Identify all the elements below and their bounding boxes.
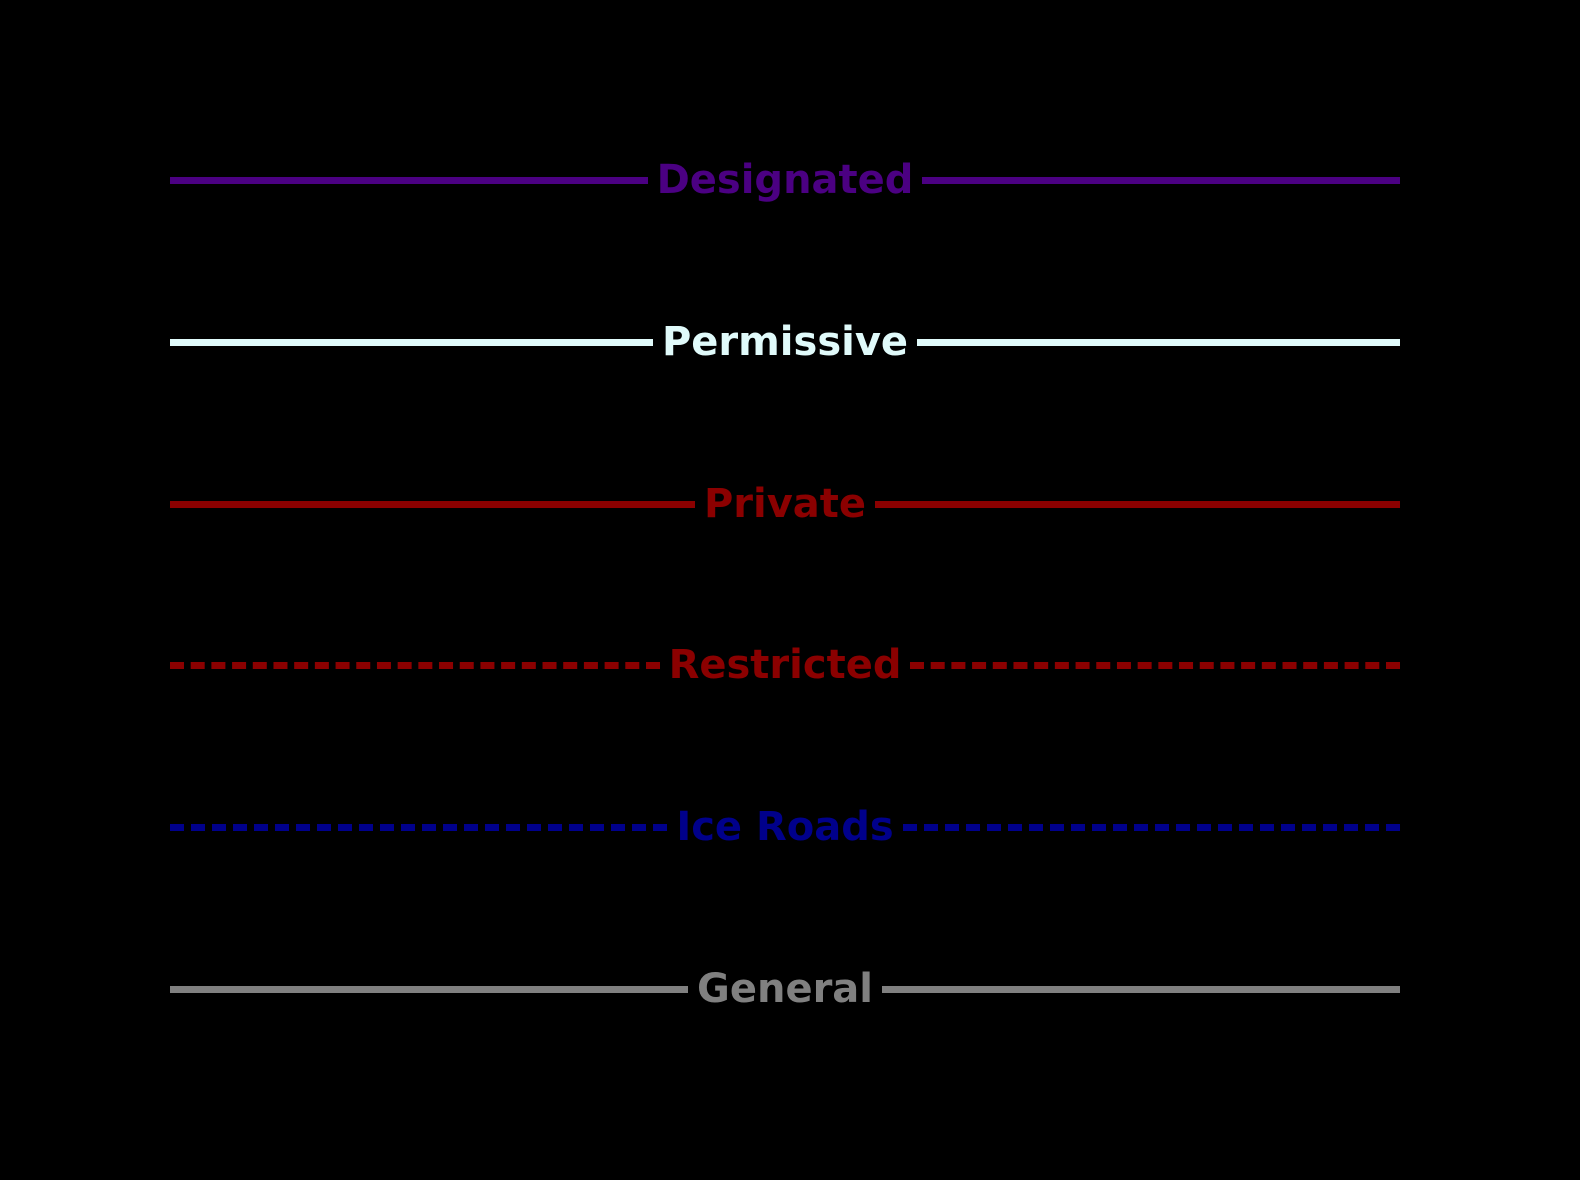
legend-entry-ice-roads[interactable]: Ice Roads <box>170 799 1400 855</box>
legend-line-sample-right <box>917 338 1400 346</box>
legend-entry-label: General <box>697 966 873 1012</box>
legend-entry-private[interactable]: Private <box>170 476 1401 532</box>
legend-entry-general[interactable]: General <box>170 961 1400 1017</box>
legend-line-sample-right <box>910 661 1401 669</box>
legend-line-sample-left <box>170 176 648 184</box>
legend-entry-label: Permissive <box>661 319 909 365</box>
legend-entry-label: Designated <box>656 157 914 203</box>
legend-line-sample-left <box>170 500 695 508</box>
legend-entry-permissive[interactable]: Permissive <box>170 314 1400 370</box>
legend-line-sample-right <box>875 500 1401 508</box>
legend-line-sample-left <box>170 985 688 993</box>
legend-line-sample-right <box>922 176 1400 184</box>
legend-line-sample-left <box>170 823 668 831</box>
legend-line-sample-right <box>902 823 1400 831</box>
legend-entry-restricted[interactable]: Restricted <box>170 637 1401 693</box>
legend-entry-designated[interactable]: Designated <box>170 152 1400 208</box>
legend-entry-label: Restricted <box>668 642 902 688</box>
legend-line-sample-right <box>882 985 1400 993</box>
legend-entry-label: Ice Roads <box>676 804 894 850</box>
legend-entry-label: Private <box>703 481 867 527</box>
legend-line-sample-left <box>170 338 653 346</box>
legend-line-sample-left <box>170 661 660 669</box>
